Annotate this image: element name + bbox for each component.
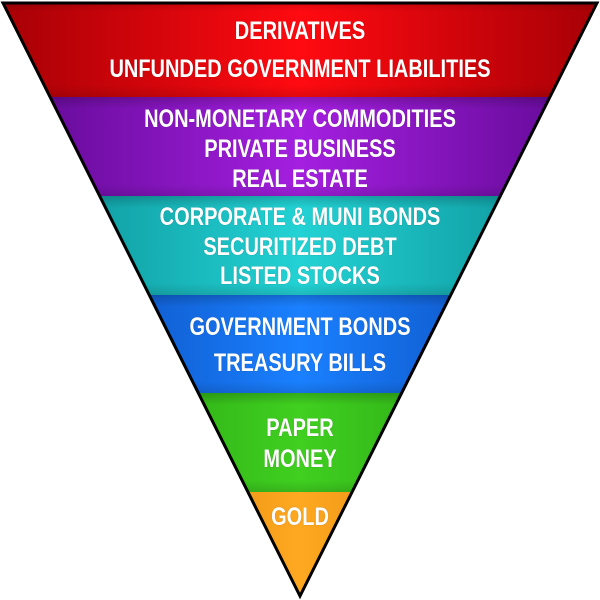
tier-6-band	[3, 492, 597, 596]
